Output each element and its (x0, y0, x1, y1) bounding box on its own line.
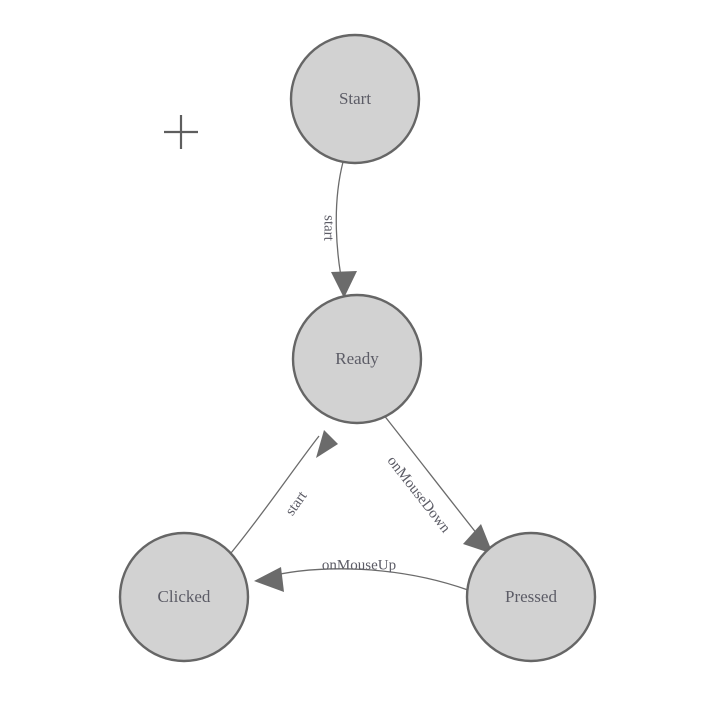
node-circle (289, 33, 421, 165)
node-label: Pressed (505, 587, 557, 606)
node-circle (291, 293, 423, 425)
edge-pressed-to-clicked[interactable]: onMouseUp (254, 557, 469, 592)
node-circle (465, 531, 597, 663)
edge-line (230, 435, 320, 554)
edge-line (261, 568, 469, 591)
edge-arrowhead (316, 430, 338, 458)
edge-arrowhead (254, 567, 284, 592)
plus-marker[interactable] (164, 115, 198, 149)
edge-arrowhead (463, 524, 493, 554)
node-label: Start (339, 89, 371, 108)
edge-label: onMouseDown (384, 453, 454, 536)
edge-start-to-ready[interactable]: start (320, 161, 357, 298)
edge-arrowhead (331, 271, 357, 298)
edge-label: onMouseUp (322, 557, 396, 573)
node-clicked[interactable]: Clicked (118, 531, 250, 663)
edge-ready-to-pressed[interactable]: onMouseDown (382, 413, 493, 554)
node-label: Clicked (158, 587, 211, 606)
edge-label: start (283, 488, 311, 519)
edge-label: start (320, 215, 336, 242)
node-pressed[interactable]: Pressed (465, 531, 597, 663)
node-start[interactable]: Start (289, 33, 421, 165)
node-label: Ready (335, 349, 379, 368)
node-circle (118, 531, 250, 663)
node-ready[interactable]: Ready (291, 293, 423, 425)
edge-clicked-to-ready[interactable]: start (230, 430, 338, 554)
